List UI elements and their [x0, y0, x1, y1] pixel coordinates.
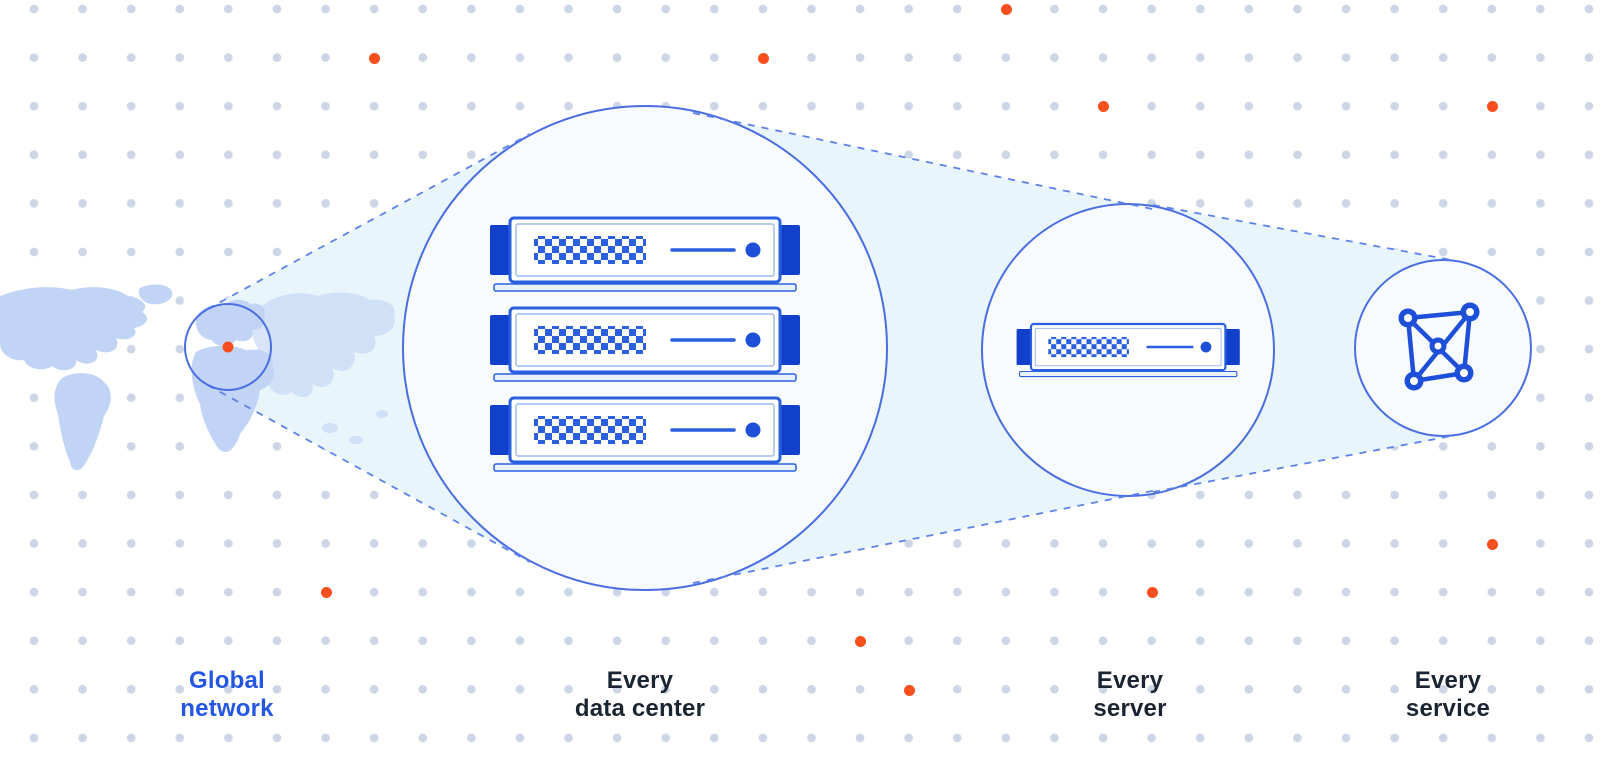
zoom-tangent-lines	[207, 112, 1458, 584]
accent-dot	[1146, 586, 1158, 598]
network-node-hole	[1434, 342, 1442, 350]
map-island	[322, 423, 338, 433]
label-line: Every	[1096, 667, 1164, 694]
tangent-line	[692, 489, 1158, 584]
continent-greenland	[138, 284, 173, 305]
label-every-data-center: Every data center	[575, 667, 705, 723]
tangent-line	[1152, 204, 1458, 262]
server-unit-3	[488, 396, 802, 473]
map-focus-circle	[184, 303, 272, 391]
label-every-server: Every server	[1093, 667, 1166, 723]
accent-dot	[1097, 100, 1109, 112]
network-node-hole	[1460, 369, 1468, 377]
network-graph-icon	[1398, 302, 1480, 391]
tangent-line	[207, 384, 531, 563]
label-line: Every	[1414, 667, 1482, 694]
label-line: network	[180, 695, 274, 722]
map-island	[376, 410, 388, 418]
network-node-hole	[1404, 314, 1412, 322]
continent-asia	[252, 292, 395, 398]
network-node-hole	[1410, 377, 1418, 385]
label-line: Every	[606, 667, 674, 694]
accent-dot	[368, 52, 380, 64]
network-node-hole	[1466, 308, 1474, 316]
map-island	[349, 436, 363, 444]
accent-dot	[1486, 538, 1498, 550]
tangent-line	[207, 133, 531, 310]
accent-dot	[320, 586, 332, 598]
server-unit-1	[488, 216, 802, 293]
label-every-service: Every service	[1406, 667, 1490, 723]
tangent-line	[692, 112, 1158, 211]
map-marker-dot	[222, 341, 234, 353]
accent-dot	[854, 635, 866, 647]
network-edge	[1461, 309, 1473, 376]
label-global-network: Global network	[180, 667, 273, 723]
continent-north-america	[0, 287, 148, 371]
accent-dot	[1486, 100, 1498, 112]
accent-dot	[903, 684, 915, 696]
label-line: data center	[574, 695, 706, 722]
network-edge	[1405, 315, 1417, 384]
label-line: service	[1405, 695, 1491, 722]
continent-europe	[195, 299, 266, 346]
server-unit-single	[1015, 322, 1242, 378]
server-rack	[488, 216, 802, 473]
label-line: server	[1093, 695, 1167, 722]
continent-south-america	[54, 373, 111, 471]
accent-dot	[1000, 3, 1012, 15]
tangent-line	[1152, 434, 1458, 493]
label-line: Global	[189, 667, 265, 694]
server-unit-2	[488, 306, 802, 383]
network-edge	[1405, 309, 1473, 321]
accent-dot	[757, 52, 769, 64]
world-map	[0, 284, 395, 471]
